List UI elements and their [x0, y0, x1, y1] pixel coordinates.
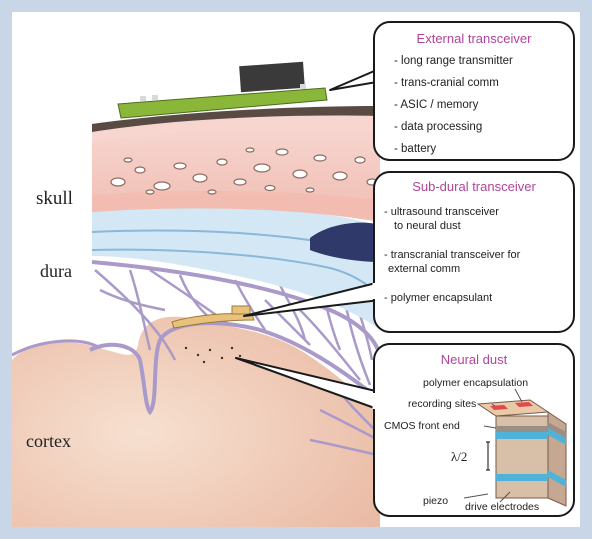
neural-dust-callout: Neural dust [374, 344, 574, 516]
dust-polymer-label: polymer encapsulation [423, 377, 528, 389]
external-item-1: - long range transmitter [394, 55, 513, 67]
dust-recording-label: recording sites [408, 398, 476, 410]
dust-title: Neural dust [441, 352, 508, 367]
dust-lambda-label: λ/2 [451, 449, 467, 464]
dust-cmos-label: CMOS front end [384, 420, 460, 432]
external-title: External transceiver [417, 31, 533, 46]
subdural-item-2-line-1: - transcranial transceiver for [384, 249, 521, 261]
subdural-title: Sub-dural transceiver [412, 179, 536, 194]
subdural-transceiver-callout: Sub-dural transceiver - ultrasound trans… [374, 172, 574, 332]
external-item-4: - data processing [394, 121, 482, 133]
subdural-item-1-line-1: - ultrasound transceiver [384, 206, 499, 218]
subdural-item-1-line-2: to neural dust [394, 220, 461, 232]
cortex-tissue [12, 317, 380, 527]
skull-label: skull [36, 188, 73, 209]
external-item-3: - ASIC / memory [394, 99, 479, 111]
cortex-label: cortex [26, 431, 71, 451]
dura-label: dura [40, 261, 72, 281]
external-item-5: - battery [394, 143, 436, 155]
dust-piezo-label: piezo [423, 495, 448, 507]
subdural-item-3: - polymer encapsulant [384, 292, 492, 304]
subdural-item-2-line-2: external comm [388, 263, 460, 275]
dust-electrodes-label: drive electrodes [465, 501, 539, 513]
external-transceiver-callout: External transceiver - long range transm… [374, 22, 574, 160]
external-item-2: - trans-cranial comm [394, 77, 499, 89]
